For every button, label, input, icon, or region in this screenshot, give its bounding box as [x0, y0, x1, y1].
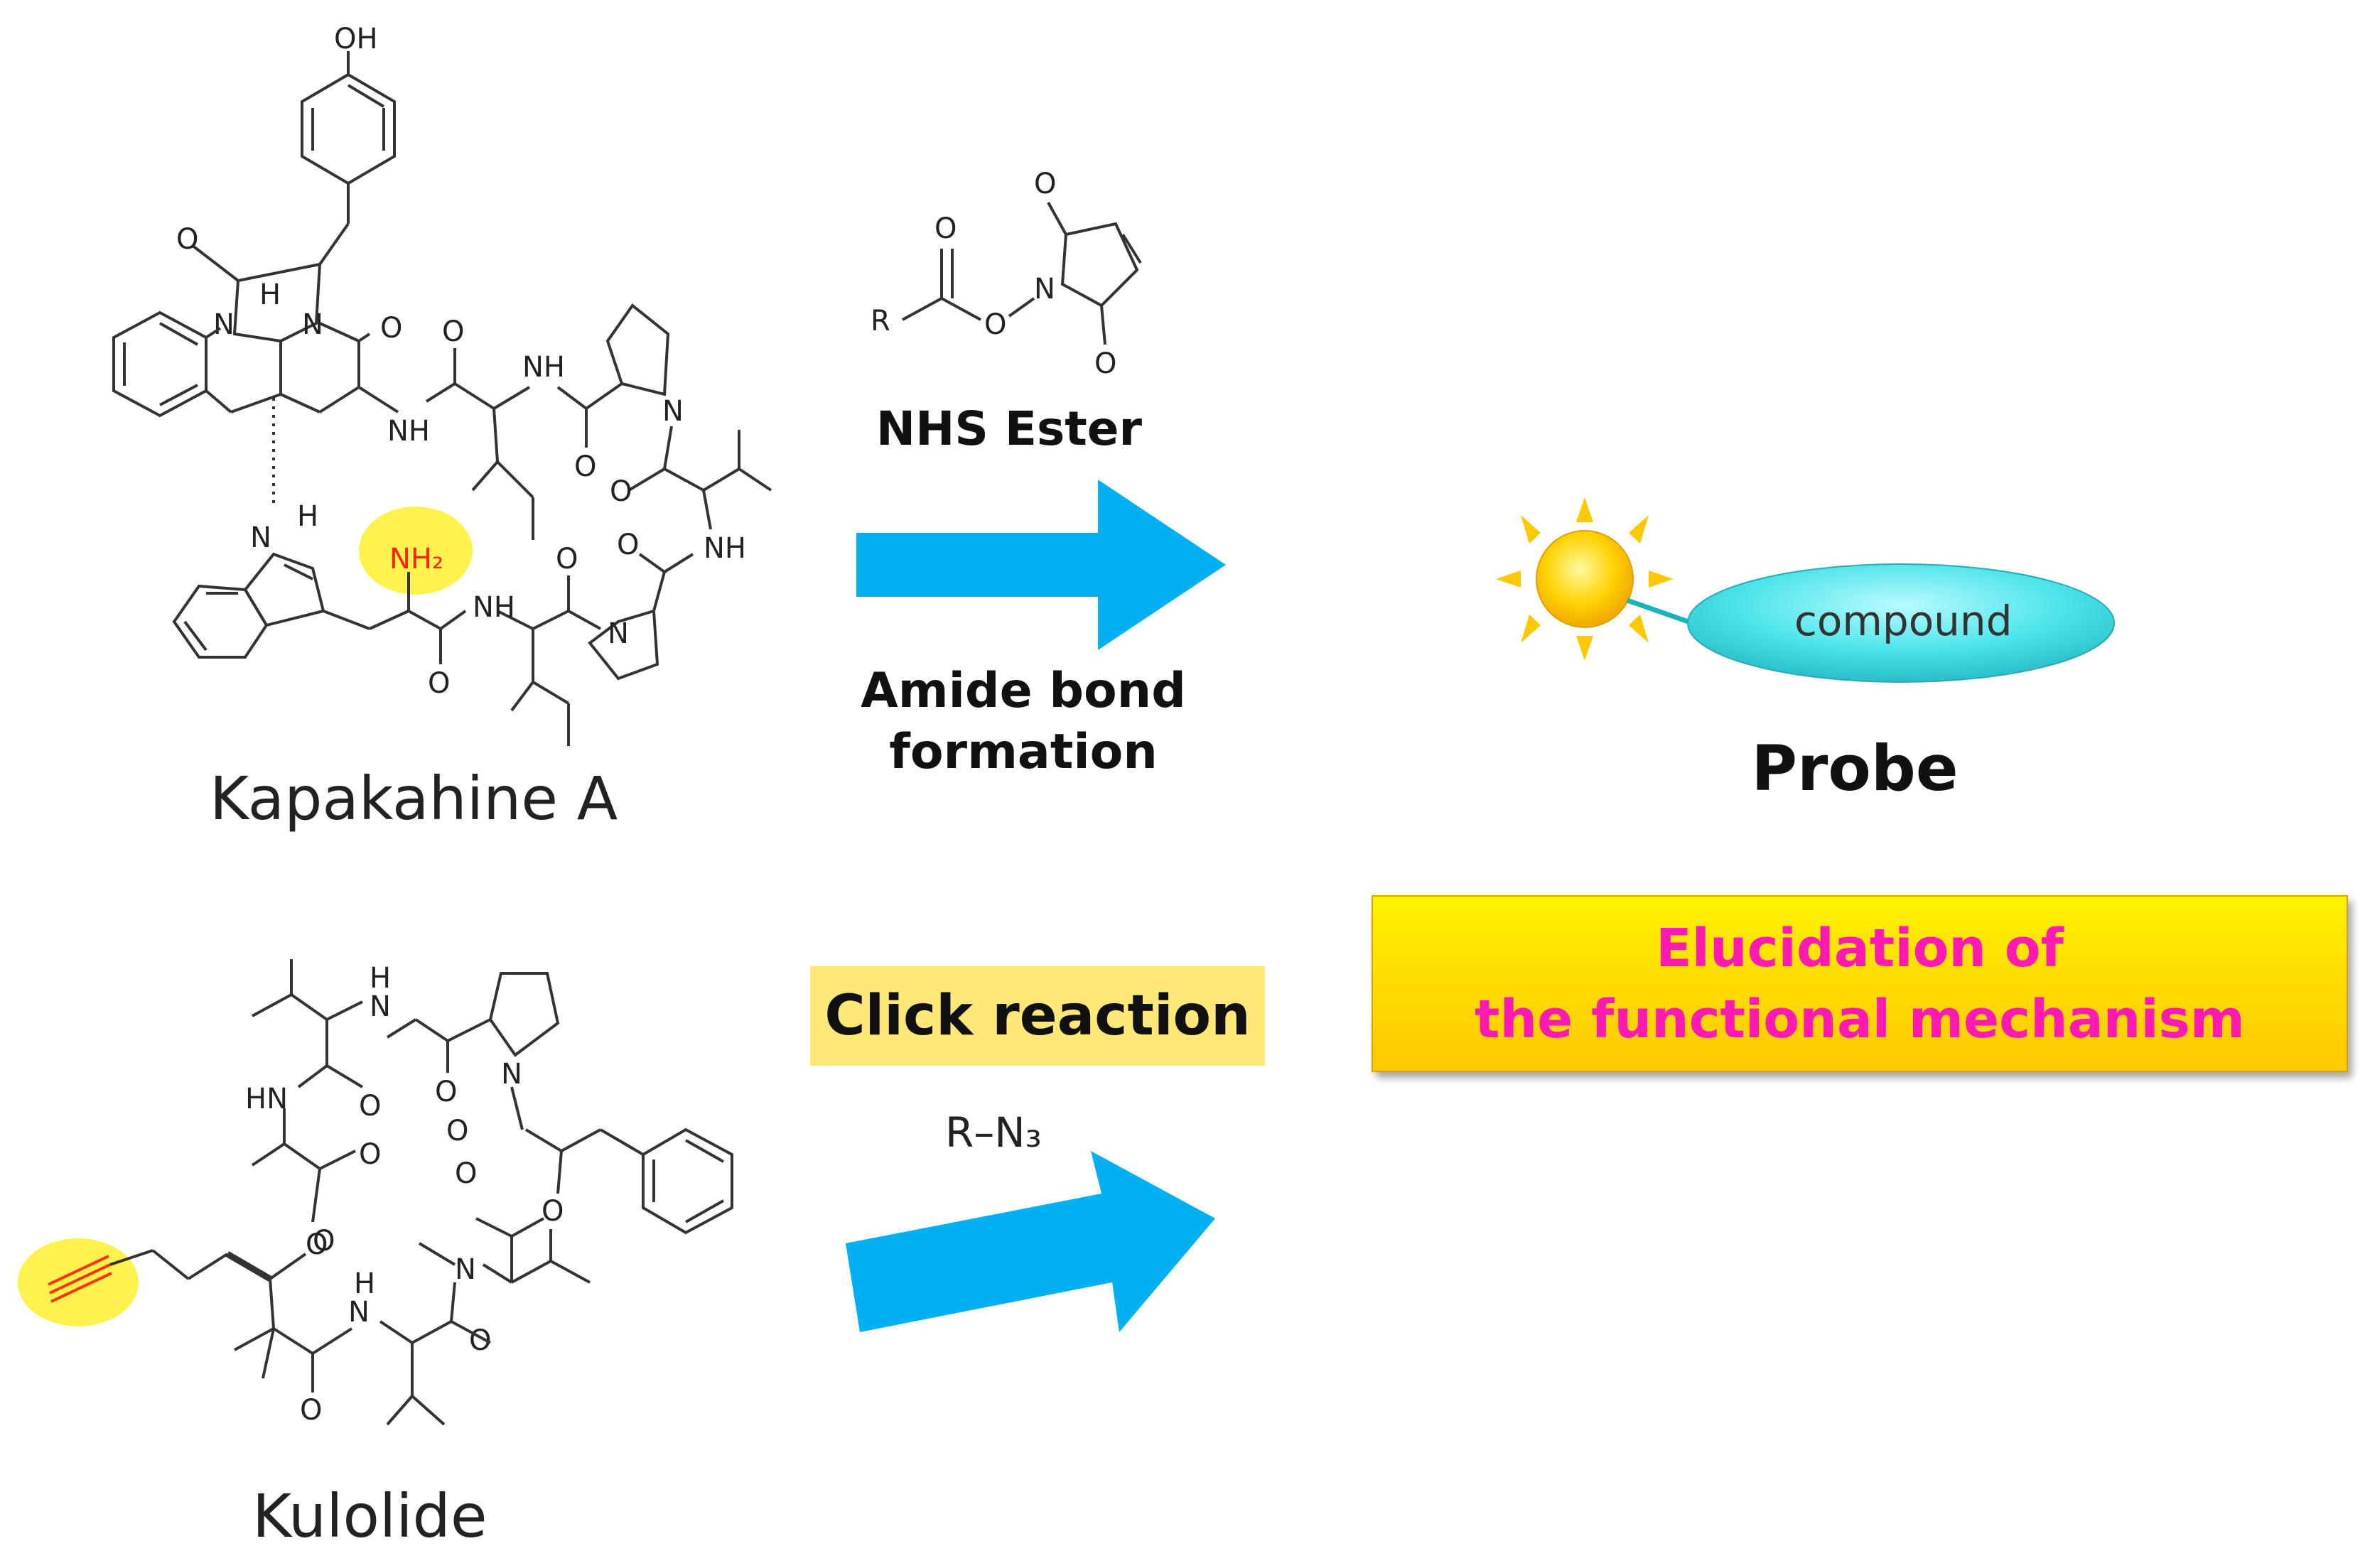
hydroxyl-label: OH — [334, 23, 378, 55]
elucidation-banner: Elucidation of the functional mechanism — [1372, 895, 2348, 1072]
oxygen-label: O — [176, 223, 198, 256]
kapakahine-a-name: Kapakahine A — [210, 764, 618, 833]
amide-bond-line2: formation — [889, 724, 1158, 780]
oxygen-label: O — [984, 308, 1006, 341]
amide-bond-label: Amide bond formation — [824, 661, 1222, 783]
alkyne-highlight — [18, 1238, 139, 1326]
nhs-ester-structure: R O O N O O — [871, 168, 1142, 380]
elucidation-line1: Elucidation of — [1656, 917, 2064, 979]
oxygen-label: O — [934, 212, 957, 245]
hydrogen-label: H — [354, 1267, 375, 1300]
nitrogen-label: N — [370, 990, 391, 1023]
r-group-label: R — [871, 305, 890, 337]
probe-label: Probe — [1751, 732, 1959, 805]
kulolide-structure: O O N H O N O O O N O N H O HN O — [18, 959, 733, 1427]
sun-icon — [1496, 497, 1674, 661]
oxygen-label: O — [574, 450, 596, 483]
amine-label: NH₂ — [389, 543, 443, 575]
nitrogen-label: N — [250, 521, 271, 554]
oxygen-label: O — [610, 475, 632, 508]
oxygen-label: O — [380, 312, 402, 345]
oxygen-label: O — [446, 1115, 468, 1147]
nitrogen-label: N — [662, 395, 684, 428]
nitrogen-label: N — [608, 617, 629, 650]
amide-nh-label: NH — [473, 591, 515, 624]
oxygen-label: O — [556, 543, 578, 575]
amide-hn-label: HN — [245, 1083, 288, 1115]
hydrogen-label: H — [370, 962, 391, 995]
nitrogen-label: N — [213, 308, 235, 341]
hydrogen-label: H — [297, 500, 318, 533]
amide-bond-line1: Amide bond — [861, 663, 1186, 719]
probe-linker — [1626, 598, 1700, 628]
oxygen-label: O — [300, 1394, 322, 1427]
amide-nh-label: NH — [704, 532, 746, 565]
kulolide-name: Kulolide — [252, 1481, 487, 1551]
nitrogen-label: N — [455, 1253, 476, 1286]
oxygen-label: O — [1034, 168, 1056, 200]
kapakahine-a-structure: OH O H N N O NH O NH O N O NH O — [112, 23, 772, 746]
elucidation-line2: the functional mechanism — [1475, 988, 2245, 1050]
oxygen-label: O — [617, 529, 639, 561]
oxygen-label: O — [359, 1090, 381, 1123]
oxygen-label: O — [442, 315, 464, 348]
nhs-ester-label: NHS Ester — [876, 401, 1143, 456]
amide-nh-label: NH — [522, 351, 565, 384]
amine-highlight — [359, 507, 473, 595]
compound-ellipse — [1687, 563, 2115, 683]
oxygen-label: O — [435, 1076, 457, 1108]
amide-reaction-arrow — [856, 480, 1226, 650]
nitrogen-label: N — [348, 1296, 370, 1329]
compound-label: compound — [1794, 597, 2013, 645]
azide-reagent-label: R–N₃ — [945, 1108, 1042, 1157]
hydrogen-label: H — [259, 279, 281, 311]
oxygen-label: O — [428, 667, 450, 700]
click-reaction-label: Click reaction — [810, 966, 1265, 1066]
oxygen-label: O — [313, 1225, 335, 1258]
nitrogen-label: N — [1034, 273, 1055, 306]
amide-nh-label: NH — [387, 415, 430, 448]
oxygen-label: O — [306, 1228, 328, 1261]
nitrogen-label: N — [501, 1058, 522, 1091]
click-reaction-arrow — [846, 1151, 1215, 1332]
oxygen-label: O — [542, 1195, 564, 1228]
oxygen-label: O — [455, 1157, 477, 1190]
oxygen-label: O — [1094, 347, 1116, 380]
oxygen-label: O — [359, 1138, 381, 1171]
probe-graphic — [1496, 497, 2115, 683]
